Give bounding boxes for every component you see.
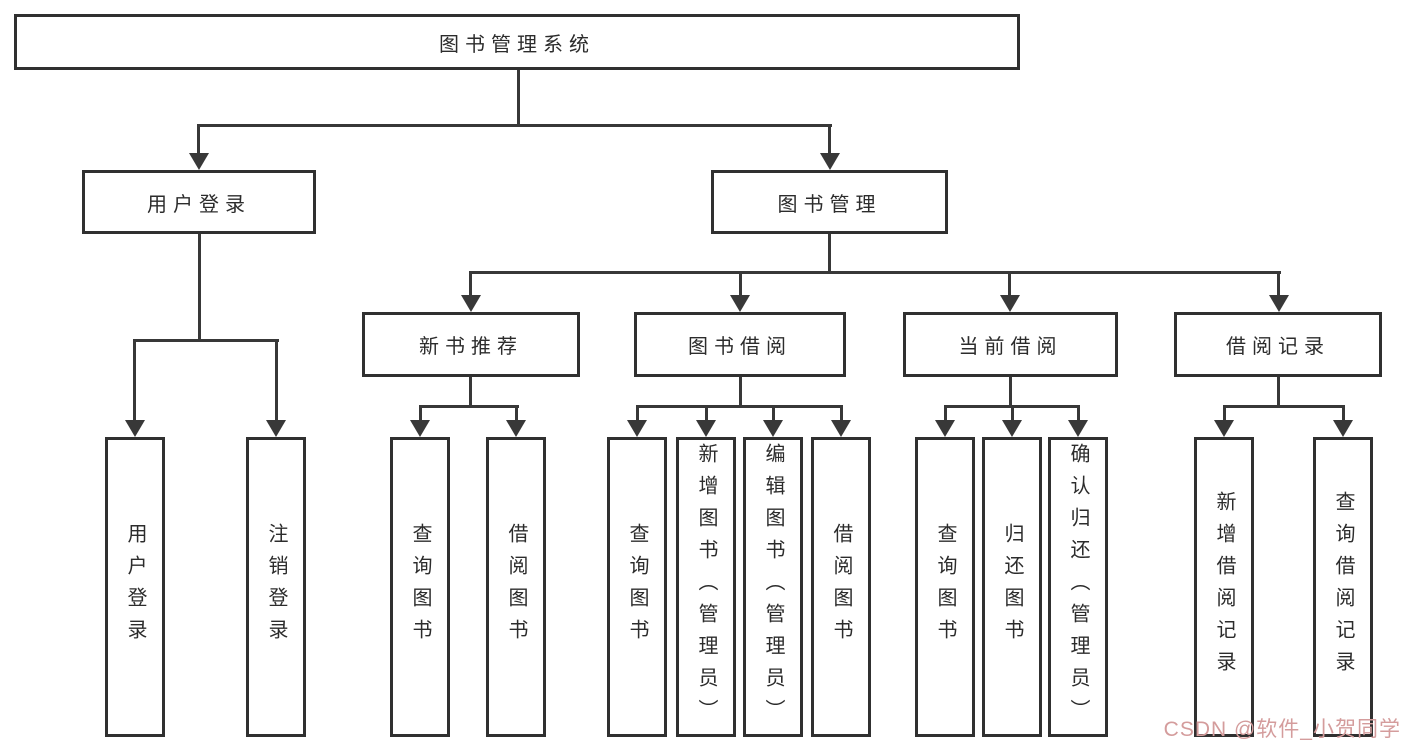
- csdn-watermark: CSDN @软件_小贺同学: [1163, 718, 1401, 741]
- arrow-down-icon: [506, 420, 526, 437]
- arrow-down-icon: [410, 420, 430, 437]
- leaf-query-book-current: 查询图书: [915, 437, 975, 737]
- connector-line: [198, 234, 201, 342]
- connector-line: [1277, 377, 1280, 408]
- leaf-label: 注销登录: [265, 523, 287, 651]
- leaf-label: 编辑图书（管理员）: [762, 443, 784, 731]
- leaf-label: 借阅图书: [505, 523, 527, 651]
- leaf-label: 新增借阅记录: [1213, 491, 1235, 683]
- arrow-down-icon: [1000, 295, 1020, 312]
- leaf-edit-book-admin: 编辑图书（管理员）: [743, 437, 803, 737]
- arrow-down-icon: [1269, 295, 1289, 312]
- leaf-label: 借阅图书: [830, 523, 852, 651]
- connector-line: [739, 271, 742, 301]
- arrow-down-icon: [266, 420, 286, 437]
- connector-line: [275, 339, 278, 425]
- leaf-borrow-book-borrowing: 借阅图书: [811, 437, 871, 737]
- connector-line: [739, 377, 742, 408]
- node-book-management: 图书管理: [711, 170, 948, 234]
- connector-line: [419, 405, 422, 427]
- connector-line: [469, 377, 472, 408]
- arrow-down-icon: [696, 420, 716, 437]
- connector-line: [944, 405, 947, 427]
- connector-line: [515, 405, 518, 427]
- connector-line: [1277, 271, 1280, 301]
- leaf-query-book-newbook: 查询图书: [390, 437, 450, 737]
- leaf-confirm-return-admin: 确认归还（管理员）: [1048, 437, 1108, 737]
- connector-line: [636, 405, 843, 408]
- leaf-add-book-admin: 新增图书（管理员）: [676, 437, 736, 737]
- leaf-label: 归还图书: [1001, 523, 1023, 651]
- connector-line: [469, 271, 1281, 274]
- connector-line: [197, 124, 200, 158]
- node-library-management-system: 图书管理系统: [14, 14, 1020, 70]
- connector-line: [636, 405, 639, 427]
- arrow-down-icon: [730, 295, 750, 312]
- arrow-down-icon: [831, 420, 851, 437]
- connector-line: [469, 271, 472, 301]
- connector-line: [419, 405, 519, 408]
- leaf-user-login: 用户登录: [105, 437, 165, 737]
- leaf-label: 查询图书: [626, 523, 648, 651]
- connector-line: [1223, 405, 1226, 427]
- connector-line: [133, 339, 136, 425]
- connector-line: [840, 405, 843, 427]
- leaf-logout-login: 注销登录: [246, 437, 306, 737]
- arrow-down-icon: [820, 153, 840, 170]
- leaf-add-borrow-record: 新增借阅记录: [1194, 437, 1254, 737]
- arrow-down-icon: [1068, 420, 1088, 437]
- arrow-down-icon: [125, 420, 145, 437]
- node-new-book-recommend: 新书推荐: [362, 312, 580, 377]
- leaf-query-book-borrowing: 查询图书: [607, 437, 667, 737]
- connector-line: [828, 234, 831, 274]
- arrow-down-icon: [461, 295, 481, 312]
- node-user-login: 用户登录: [82, 170, 316, 234]
- arrow-down-icon: [763, 420, 783, 437]
- connector-line: [705, 405, 708, 427]
- leaf-label: 查询图书: [934, 523, 956, 651]
- connector-line: [197, 124, 832, 127]
- connector-line: [1009, 377, 1012, 408]
- node-book-borrowing: 图书借阅: [634, 312, 846, 377]
- leaf-label: 新增图书（管理员）: [695, 443, 717, 731]
- connector-line: [1223, 405, 1345, 408]
- connector-line: [1342, 405, 1345, 427]
- leaf-label: 确认归还（管理员）: [1067, 443, 1089, 731]
- connector-line: [133, 339, 279, 342]
- node-current-borrowing: 当前借阅: [903, 312, 1118, 377]
- connector-line: [1077, 405, 1080, 427]
- connector-line: [1011, 405, 1014, 427]
- arrow-down-icon: [1333, 420, 1353, 437]
- leaf-return-book: 归还图书: [982, 437, 1042, 737]
- leaf-label: 查询图书: [409, 523, 431, 651]
- arrow-down-icon: [935, 420, 955, 437]
- leaf-query-borrow-record: 查询借阅记录: [1313, 437, 1373, 737]
- connector-line: [772, 405, 775, 427]
- node-borrowing-records: 借阅记录: [1174, 312, 1382, 377]
- arrow-down-icon: [1214, 420, 1234, 437]
- leaf-borrow-book-newbook: 借阅图书: [486, 437, 546, 737]
- connector-line: [517, 70, 520, 126]
- leaf-label: 用户登录: [124, 523, 146, 651]
- arrow-down-icon: [1002, 420, 1022, 437]
- connector-line: [828, 124, 831, 158]
- connector-line: [1008, 271, 1011, 301]
- arrow-down-icon: [627, 420, 647, 437]
- arrow-down-icon: [189, 153, 209, 170]
- leaf-label: 查询借阅记录: [1332, 491, 1354, 683]
